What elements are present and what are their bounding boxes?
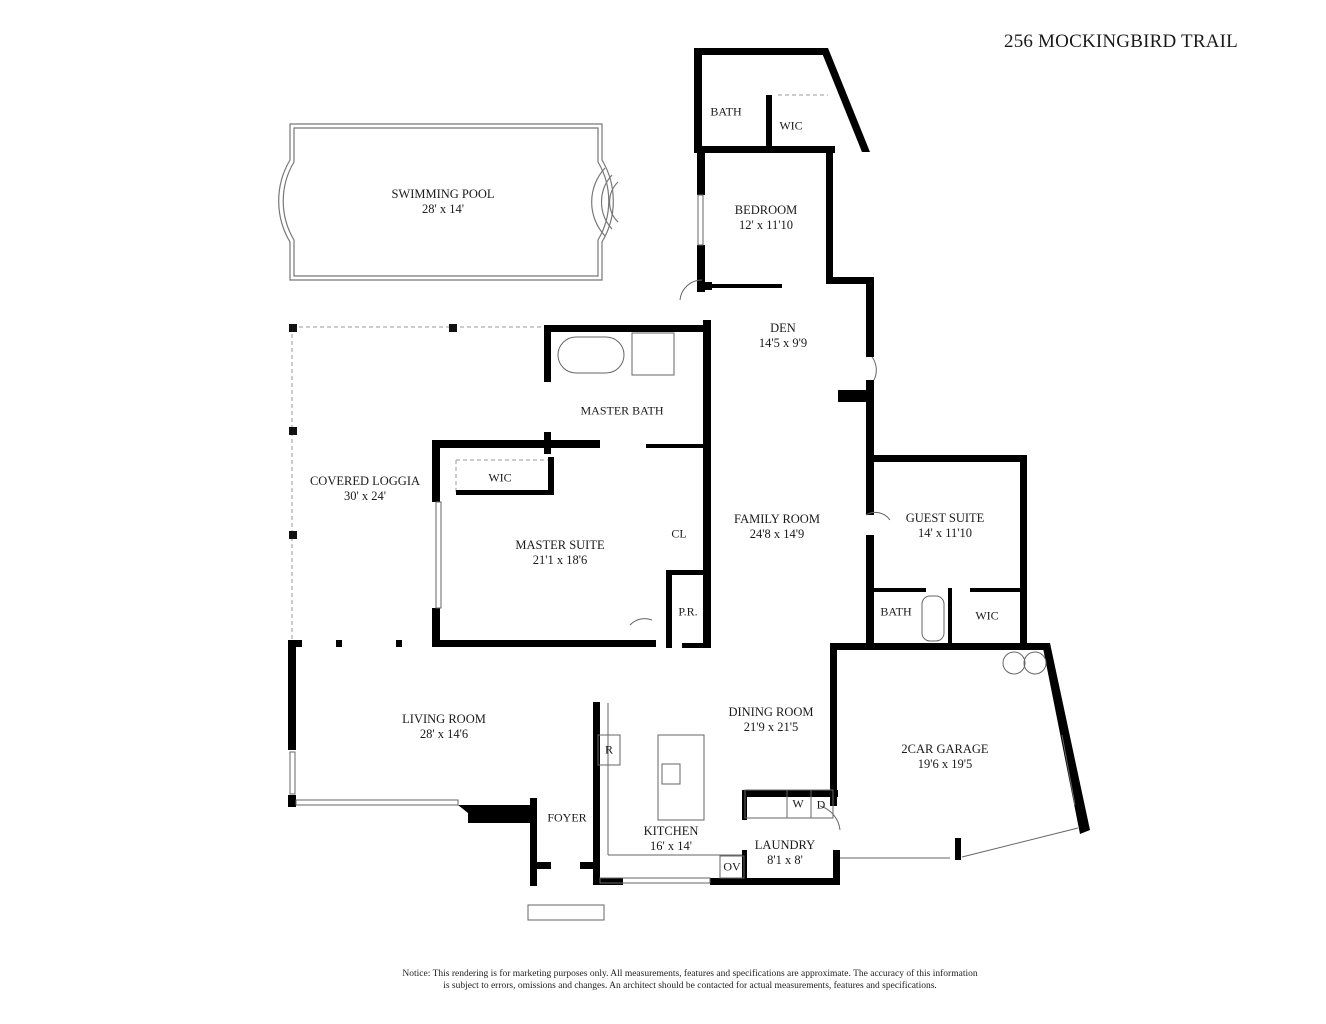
room-dimensions: 28' x 14'6	[419, 727, 469, 741]
room-name: LAUNDRY	[754, 838, 816, 852]
fixture-washer: W	[792, 796, 804, 811]
room-name: 2CAR GARAGE	[901, 742, 989, 756]
room-name: BEDROOM	[734, 203, 798, 217]
room-name: DINING ROOM	[728, 705, 814, 719]
room-name: FAMILY ROOM	[734, 512, 820, 526]
fixture-oven: OV	[723, 859, 741, 874]
loggia-outline	[291, 94, 828, 640]
room-label-garage: 2CAR GARAGE 19'6 x 19'5	[901, 742, 988, 772]
room-label-swimming-pool: SWIMMING POOL 28' x 14'	[391, 187, 494, 217]
room-label-bedroom-bath: BATH	[710, 104, 742, 119]
disclaimer-notice: Notice: This rendering is for marketing …	[340, 968, 1040, 992]
room-dimensions: 12' x 11'10	[738, 218, 794, 232]
room-label-closet: CL	[671, 526, 687, 541]
room-dimensions: 28' x 14'	[421, 202, 464, 216]
room-label-kitchen: KITCHEN 16' x 14'	[644, 824, 699, 854]
room-label-master-bath: MASTER BATH	[580, 403, 664, 418]
room-name: GUEST SUITE	[905, 511, 985, 525]
notice-line-1: Notice: This rendering is for marketing …	[402, 969, 978, 979]
room-label-living-room: LIVING ROOM 28' x 14'6	[402, 712, 486, 742]
room-name: DEN	[770, 321, 796, 335]
room-name: SWIMMING POOL	[391, 187, 495, 201]
loggia-columns	[289, 324, 457, 539]
room-name: MASTER SUITE	[515, 538, 605, 552]
room-label-bedroom-wic: WIC	[779, 118, 803, 133]
room-label-powder-room: P.R.	[678, 604, 698, 619]
room-dimensions: 14' x 11'10	[917, 526, 973, 540]
room-dimensions: 21'1 x 18'6	[532, 553, 588, 567]
walls	[288, 48, 1090, 886]
fixture-refrigerator: R	[604, 742, 614, 757]
room-dimensions: 8'1 x 8'	[767, 853, 803, 867]
room-dimensions: 16' x 14'	[649, 839, 693, 853]
room-dimensions: 14'5 x 9'9	[758, 336, 808, 350]
room-dimensions: 21'9 x 21'5	[743, 720, 799, 734]
room-label-foyer: FOYER	[547, 810, 587, 825]
room-dimensions: 30' x 24'	[343, 489, 386, 503]
room-label-master-wic: WIC	[488, 470, 512, 485]
room-label-den: DEN 14'5 x 9'9	[759, 321, 807, 351]
room-name: LIVING ROOM	[402, 712, 486, 726]
room-label-guest-suite: GUEST SUITE 14' x 11'10	[906, 511, 985, 541]
room-label-guest-wic: WIC	[975, 608, 999, 623]
notice-line-2: is subject to errors, omissions and chan…	[443, 981, 937, 991]
room-label-dining-room: DINING ROOM 21'9 x 21'5	[728, 705, 813, 735]
room-dimensions: 24'8 x 14'9	[749, 527, 805, 541]
swimming-pool-outline	[278, 123, 619, 281]
room-label-master-suite: MASTER SUITE 21'1 x 18'6	[515, 538, 604, 568]
room-label-laundry: LAUNDRY 8'1 x 8'	[755, 838, 815, 868]
room-label-bedroom: BEDROOM 12' x 11'10	[735, 203, 798, 233]
room-name: KITCHEN	[643, 824, 699, 838]
room-label-covered-loggia: COVERED LOGGIA 30' x 24'	[310, 474, 420, 504]
windows-and-fixtures	[289, 194, 1079, 921]
room-name: COVERED LOGGIA	[309, 474, 421, 488]
room-dimensions: 19'6 x 19'5	[917, 757, 973, 771]
room-label-family-room: FAMILY ROOM 24'8 x 14'9	[734, 512, 820, 542]
room-label-guest-bath: BATH	[880, 604, 912, 619]
property-title: 256 MOCKINGBIRD TRAIL	[1004, 31, 1238, 52]
fixture-dryer: D	[816, 797, 826, 812]
